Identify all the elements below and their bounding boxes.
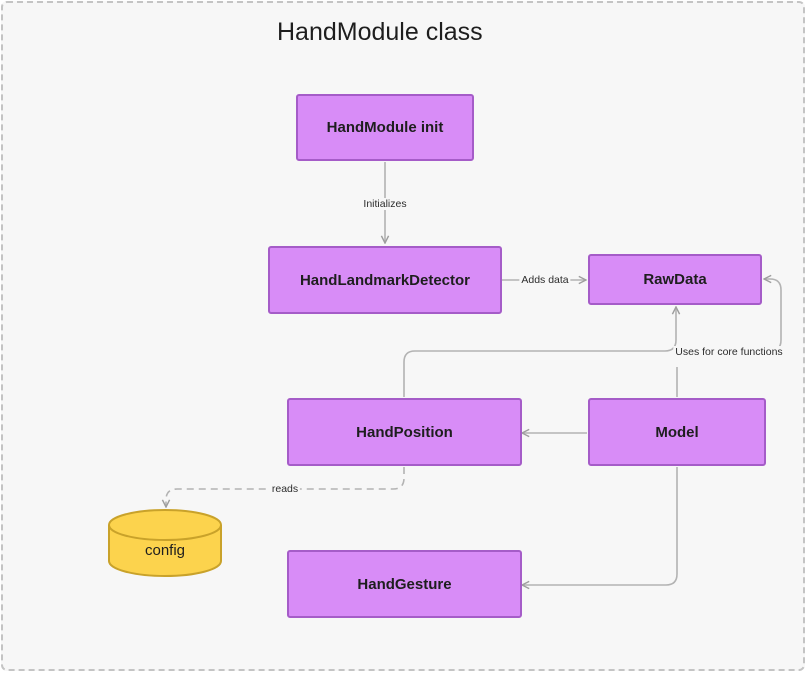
edge-model-to-gesture	[522, 467, 678, 585]
edge-label-adds-data: Adds data	[519, 274, 571, 286]
node-handmodule-init[interactable]: HandModule init	[296, 94, 474, 161]
config-database-icon	[108, 509, 222, 577]
edge-label-reads: reads	[269, 483, 301, 495]
diagram-title: HandModule class	[277, 18, 483, 46]
node-config-label[interactable]: config	[144, 542, 186, 559]
node-handposition[interactable]: HandPosition	[287, 398, 522, 466]
edge-label-initializes: Initializes	[361, 198, 409, 210]
edge-label-uses-core: Uses for core functions	[673, 346, 785, 358]
edge-position-to-rawdata	[403, 307, 676, 397]
node-model[interactable]: Model	[588, 398, 766, 466]
node-handlandmarkdetector[interactable]: HandLandmarkDetector	[268, 246, 502, 314]
node-handgesture[interactable]: HandGesture	[287, 550, 522, 618]
node-rawdata[interactable]: RawData	[588, 254, 762, 305]
